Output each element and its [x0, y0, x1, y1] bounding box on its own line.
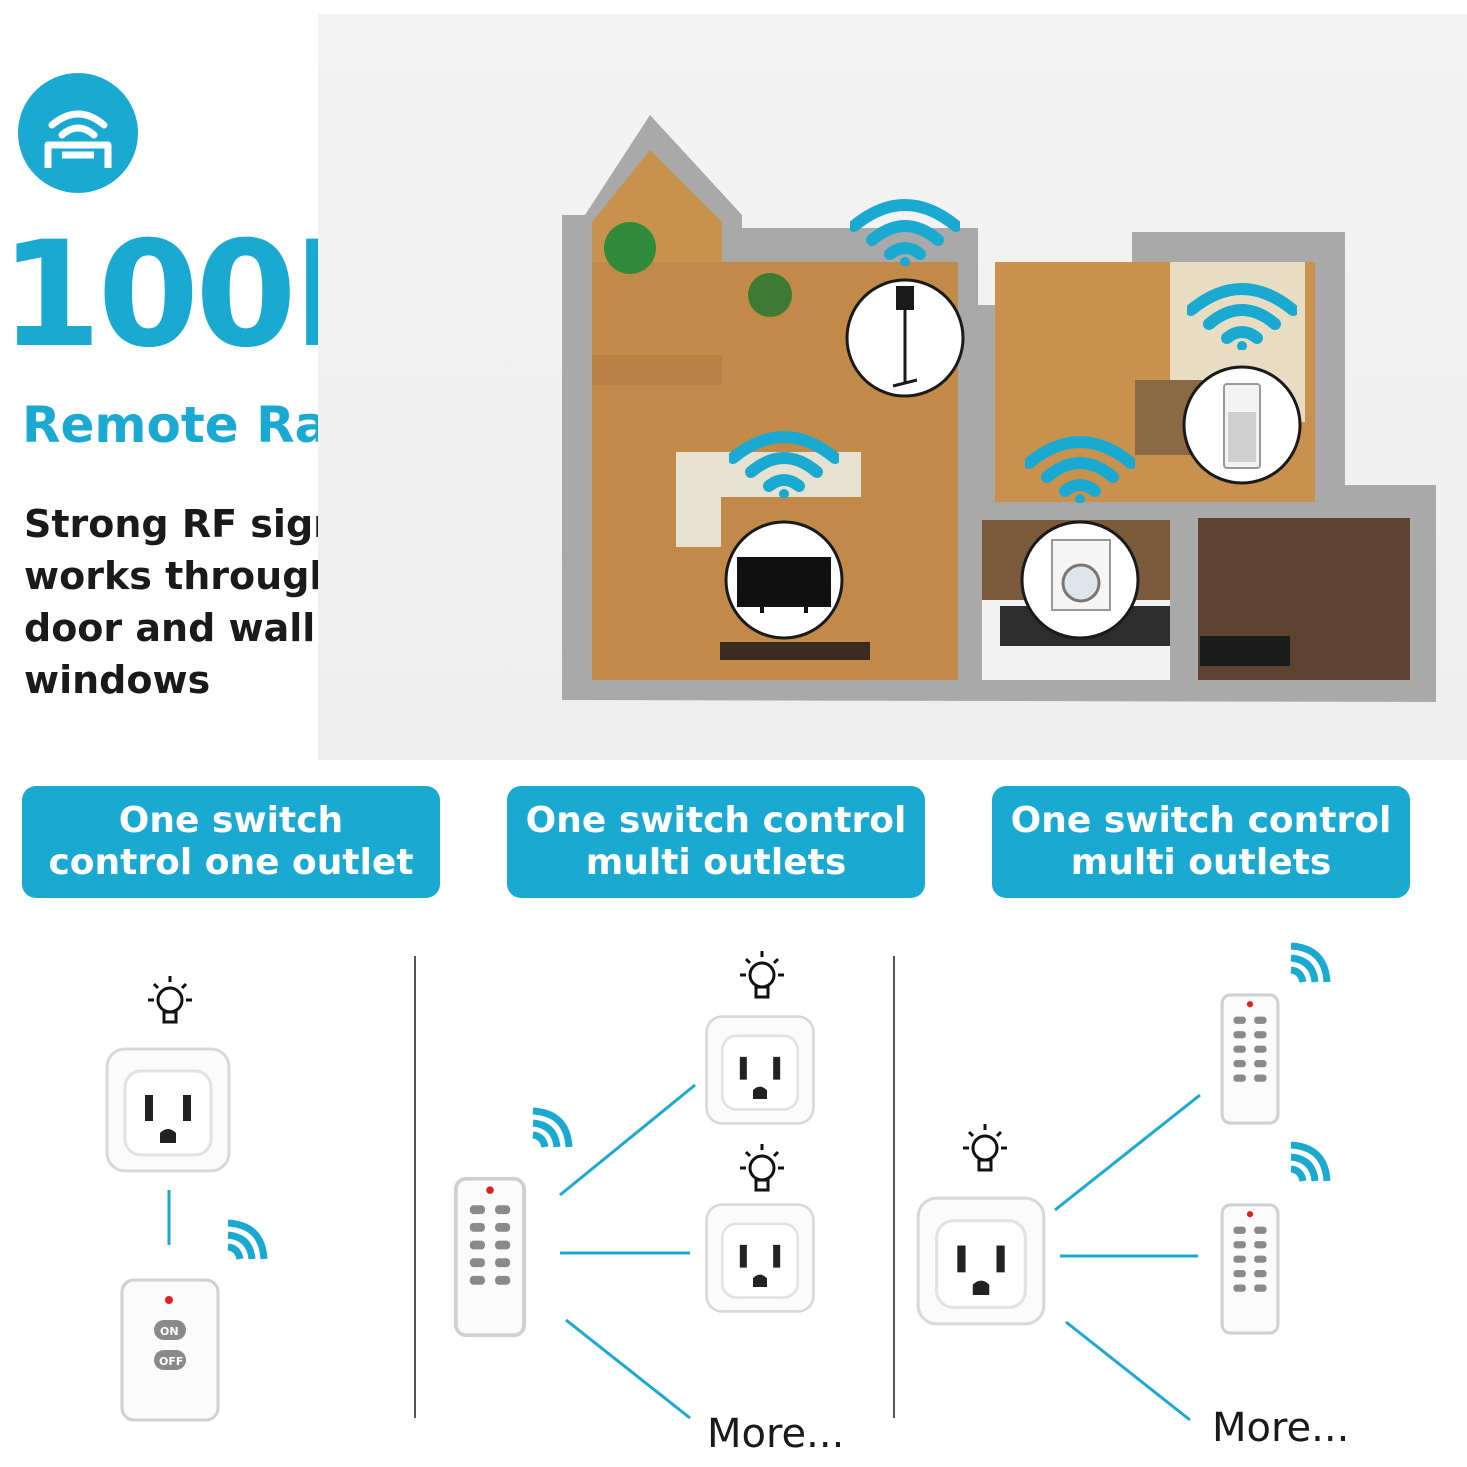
multi-button-remote — [456, 1179, 524, 1335]
pairing-line — [565, 1318, 691, 1420]
description-line: works through — [24, 554, 337, 598]
multi-button-remote — [1220, 1203, 1280, 1335]
description-line: windows — [24, 658, 211, 702]
more-outlets-label: More... — [707, 1411, 845, 1457]
lightbulb-icon — [961, 1122, 1009, 1172]
signal-icon — [1291, 946, 1327, 982]
pairing-diagrams — [105, 900, 1467, 1422]
plant — [604, 222, 656, 274]
mode-label-line: One switch — [118, 800, 344, 841]
signal-icon — [1291, 1145, 1327, 1181]
lightbulb-icon — [738, 1142, 786, 1192]
tv-icon — [737, 557, 831, 613]
smart-outlet — [916, 1196, 1046, 1326]
plant — [748, 273, 792, 317]
lamp-device-bubble — [845, 205, 965, 398]
room-living-hall — [592, 355, 722, 385]
lightbulb-icon — [146, 974, 194, 1024]
smart-outlet — [705, 1015, 815, 1125]
brand-wifi-logo-icon — [18, 73, 138, 193]
mode-one-to-one-badge: One switch control one outlet — [22, 786, 440, 898]
remote-on-button — [154, 1320, 186, 1340]
mode-label-line: One switch control — [1010, 800, 1392, 841]
mode-one-to-many-badge: One switch control multi outlets — [507, 786, 925, 898]
pairing-line — [1065, 1320, 1191, 1422]
pairing-line — [559, 1083, 696, 1197]
column-divider — [414, 956, 416, 1418]
mode-many-to-one-badge: One switch control multi outlets — [992, 786, 1410, 898]
smart-outlet — [705, 1203, 815, 1313]
living-sofa-arm — [676, 452, 721, 547]
washing-machine-icon — [1051, 539, 1111, 611]
remote-off-button — [154, 1350, 186, 1370]
mode-label-line: multi outlets — [585, 842, 847, 883]
remote-on-label: ON — [160, 1325, 179, 1338]
living-tv-stand — [720, 642, 870, 660]
washer-device-bubble — [1020, 442, 1140, 640]
pairing-line — [1054, 1093, 1201, 1212]
air-purifier-icon — [1223, 383, 1261, 469]
floor-lamp-icon — [892, 286, 918, 388]
multi-button-remote — [1220, 993, 1280, 1125]
purifier-device-bubble — [1182, 289, 1302, 485]
lightbulb-icon — [738, 949, 786, 999]
tv-device-bubble — [724, 437, 844, 640]
smart-outlet — [105, 1047, 231, 1173]
remote-on-off — [120, 1278, 220, 1422]
signal-icon — [228, 1223, 264, 1259]
signal-icon — [533, 1111, 569, 1147]
study-sofa — [1200, 636, 1290, 666]
floor-plan-illustration — [562, 115, 1436, 702]
remote-off-label: OFF — [159, 1355, 184, 1368]
more-remotes-label: More... — [1212, 1405, 1350, 1451]
column-divider — [893, 956, 895, 1418]
mode-label-line: control one outlet — [48, 842, 414, 883]
mode-label-line: multi outlets — [1070, 842, 1332, 883]
mode-label-line: One switch control — [525, 800, 907, 841]
